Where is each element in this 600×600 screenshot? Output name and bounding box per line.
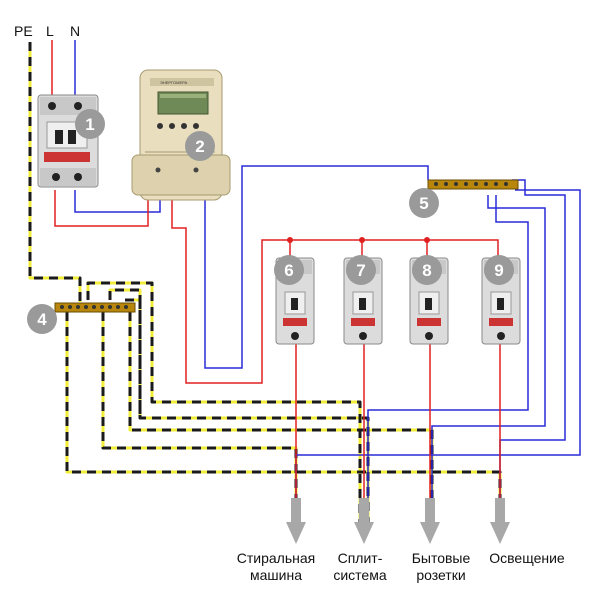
meter-brand: ЭНЕРГОМЕРА: [160, 80, 188, 85]
arrow-washing-machine: [286, 498, 306, 544]
badge-4: 4: [27, 304, 57, 334]
badge-1: 1: [75, 109, 105, 139]
phase-wires: [51, 40, 501, 522]
neutral-busbar: [427, 179, 519, 190]
load-washing-machine-line1: Стиральная: [237, 550, 315, 566]
load-split-system-line2: система: [333, 567, 386, 583]
badge-4-number: 4: [37, 310, 47, 329]
badge-9-number: 9: [494, 261, 503, 280]
badge-5-number: 5: [419, 194, 428, 213]
l-label: L: [46, 23, 54, 39]
badge-5: 5: [409, 188, 439, 218]
load-split-system-line1: Сплит-: [338, 550, 383, 566]
badge-8-number: 8: [422, 261, 431, 280]
arrow-split-system: [354, 498, 374, 544]
badge-7-number: 7: [356, 261, 365, 280]
load-washing-machine-line2: машина: [250, 567, 302, 583]
n-label: N: [70, 23, 80, 39]
badge-6: 6: [274, 255, 304, 285]
badge-9: 9: [484, 255, 514, 285]
load-sockets-line2: розетки: [416, 567, 465, 583]
phase-junctions: [287, 237, 430, 243]
pe-busbar: [54, 302, 136, 313]
badge-7: 7: [346, 255, 376, 285]
badge-1-number: 1: [85, 115, 94, 134]
badge-2: 2: [185, 131, 215, 161]
electricity-meter: ЭНЕРГОМЕРА: [131, 69, 231, 201]
main-breaker: [37, 94, 99, 188]
pe-label: PE: [14, 23, 33, 39]
badge-6-number: 6: [284, 261, 293, 280]
badge-8: 8: [412, 255, 442, 285]
badge-2-number: 2: [195, 137, 204, 156]
arrow-lighting: [490, 498, 510, 544]
load-lighting-line1: Освещение: [489, 550, 565, 566]
arrow-sockets: [420, 498, 440, 544]
load-sockets-line1: Бытовые: [412, 550, 471, 566]
output-arrows: [286, 498, 510, 544]
